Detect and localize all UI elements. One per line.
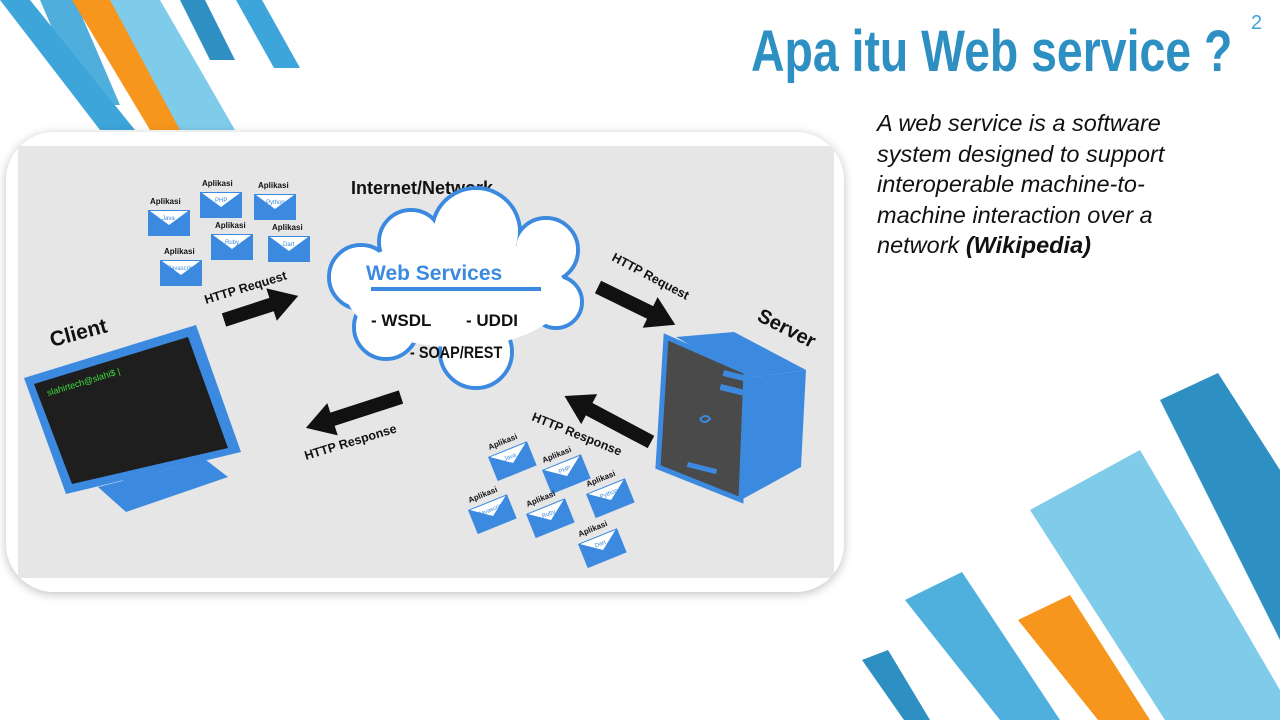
server-response-arrow (564, 394, 655, 449)
svg-text:Aplikasi: Aplikasi (164, 247, 195, 256)
svg-text:Aplikasi: Aplikasi (215, 221, 246, 230)
svg-text:Dart: Dart (594, 540, 607, 550)
svg-text:Dart: Dart (283, 242, 295, 248)
svg-text:Java: Java (503, 452, 518, 463)
definition-body: A web service is a software system desig… (877, 110, 1165, 258)
client-response-arrow (305, 390, 404, 436)
cloud-item-soap-rest: - SOAP/REST (410, 344, 503, 362)
slide-title: Apa itu Web service ? (751, 19, 1233, 84)
svg-text:Aplikasi: Aplikasi (150, 197, 181, 206)
cloud-item-wsdl: - WSDL (371, 311, 431, 330)
envelope-icon: Aplikasi PHP (200, 179, 242, 218)
cloud-item-uddi: - UDDI (466, 311, 518, 330)
svg-text:Aplikasi: Aplikasi (202, 179, 233, 188)
definition-source: (Wikipedia) (965, 232, 1091, 258)
envelope-icon: Aplikasi Java (148, 197, 190, 236)
client-monitor-icon (24, 325, 241, 512)
server-tower-icon (655, 332, 806, 504)
server-request-arrow (594, 280, 676, 328)
svg-text:PHP: PHP (558, 465, 572, 475)
envelope-icon: Aplikasi Ruby (211, 221, 253, 260)
envelope-group-top: Aplikasi Java Aplikasi PHP Aplikasi Pyth… (148, 179, 310, 286)
svg-text:Python: Python (266, 200, 285, 206)
svg-text:Java: Java (162, 216, 175, 222)
envelope-icon: Aplikasi Javascript (160, 247, 202, 286)
slide-number: 2 (1251, 12, 1263, 34)
svg-text:Aplikasi: Aplikasi (258, 181, 289, 190)
cloud-heading: Web Services (366, 262, 502, 285)
svg-text:PHP: PHP (215, 198, 227, 204)
cloud-icon (327, 186, 584, 390)
client-request-arrow (221, 288, 299, 327)
envelope-icon: Aplikasi Dart (268, 223, 310, 262)
svg-text:Javascript: Javascript (168, 266, 195, 272)
definition-text: A web service is a software system desig… (877, 108, 1207, 261)
diagram-canvas: Internet/Network (18, 146, 834, 578)
cloud-underline (371, 287, 541, 291)
svg-text:Ruby: Ruby (541, 509, 556, 520)
svg-text:Aplikasi: Aplikasi (272, 223, 303, 232)
web-service-diagram: Internet/Network (6, 132, 844, 592)
svg-text:Ruby: Ruby (225, 240, 239, 246)
envelope-icon: Aplikasi Python (254, 181, 296, 220)
